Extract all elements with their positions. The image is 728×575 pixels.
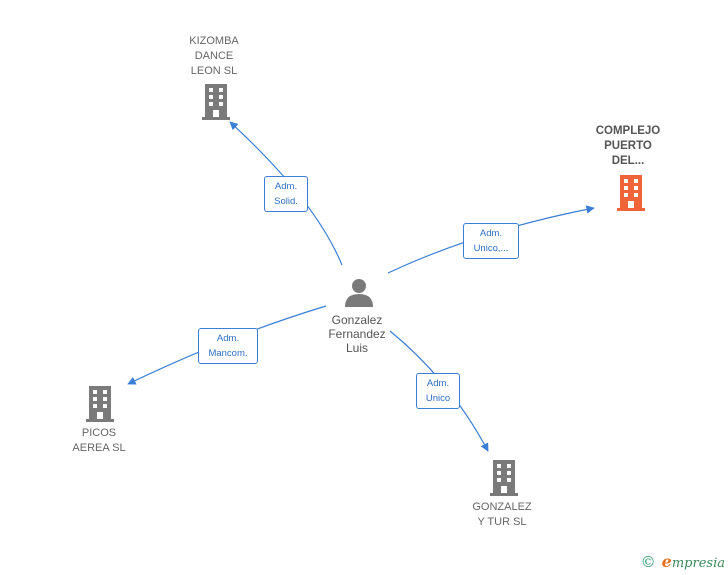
edge-label-kizomba: Adm. Solid. [264, 176, 308, 212]
empresia-footer[interactable]: © empresia [641, 552, 725, 571]
company-name-complejo[interactable]: COMPLEJO PUERTO DEL... [595, 125, 661, 167]
building-icon[interactable] [617, 175, 645, 211]
company-name-kizomba[interactable]: KIZOMBA DANCE LEON SL [189, 35, 239, 77]
brand-name: mpresia [671, 556, 725, 571]
building-icon[interactable] [86, 386, 114, 422]
person-icon[interactable] [345, 279, 373, 307]
company-name-picos[interactable]: PICOS AEREA SL [72, 427, 126, 454]
edge-label-gonzalez: Adm. Unico [416, 373, 460, 409]
brand-initial: e [661, 552, 672, 571]
building-icon[interactable] [202, 84, 230, 120]
person-name[interactable]: Gonzalez Fernandez Luis [328, 313, 386, 355]
copyright-icon: © [640, 553, 656, 571]
edge-label-picos: Adm. Mancom. [198, 328, 258, 364]
edge-label-complejo: Adm. Unico,... [463, 223, 519, 259]
building-icon[interactable] [490, 460, 518, 496]
company-name-gonzalez[interactable]: GONZALEZ Y TUR SL [472, 501, 532, 528]
